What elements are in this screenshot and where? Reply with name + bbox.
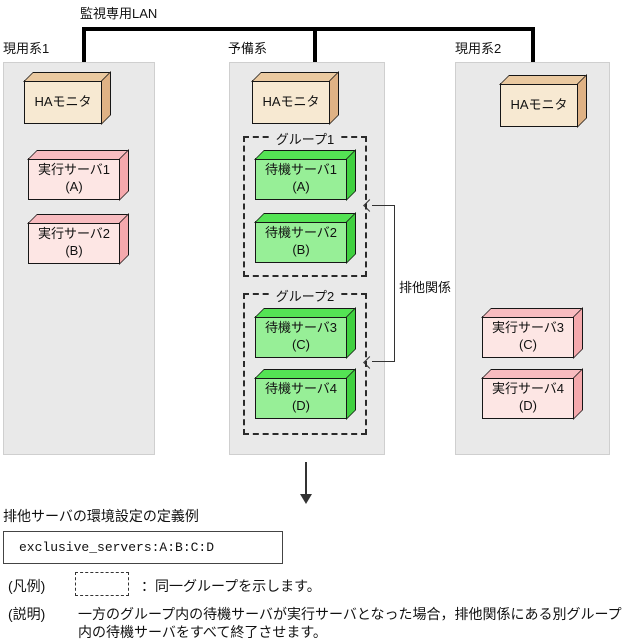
standby-server-4-box: 待機サーバ4 (D) (255, 377, 347, 419)
server-name: 実行サーバ3 (491, 320, 565, 336)
legend-note-line1: 一方のグループ内の待機サーバが実行サーバとなった場合，排他関係にある別グループ (78, 606, 622, 622)
standby-server-1-box: 待機サーバ1 (A) (255, 158, 347, 200)
legend-key-desc: ：同一グループを示します。 (141, 578, 321, 594)
system-label-active2: 現用系2 (455, 41, 502, 56)
server-id: (D) (291, 398, 311, 413)
exec-server-4-box: 実行サーバ4 (D) (482, 377, 574, 419)
server-name: 実行サーバ4 (491, 381, 565, 397)
panel-active2 (455, 62, 610, 455)
ha-monitor-box-active1: HAモニタ (24, 80, 102, 124)
legend-group-sample-box (75, 572, 129, 596)
down-arrow-line (305, 462, 307, 495)
exclusion-label: 排他関係 (399, 277, 452, 296)
ha-monitor-box-active2: HAモニタ (500, 83, 578, 127)
group-2-label: グループ2 (270, 286, 340, 305)
server-name: 実行サーバ2 (37, 226, 111, 242)
group-1-frame: グループ1 (243, 129, 367, 277)
exec-server-3-box: 実行サーバ3 (C) (482, 316, 574, 358)
server-name: 待機サーバ4 (264, 381, 338, 397)
ha-monitor-label: HAモニタ (34, 93, 92, 109)
lan-horizontal-line (82, 27, 535, 31)
system-label-standby: 予備系 (228, 41, 268, 56)
server-name: 実行サーバ1 (37, 162, 111, 178)
standby-server-2-box: 待機サーバ2 (B) (255, 221, 347, 263)
server-id: (B) (65, 243, 83, 258)
lan-drop-line-active2 (531, 27, 535, 62)
legend-note-label: (説明) (8, 606, 46, 622)
lan-drop-line-standby (313, 27, 317, 62)
server-name: 待機サーバ1 (264, 162, 338, 178)
definition-heading: 排他サーバの環境設定の定義例 (3, 508, 199, 524)
exec-server-1-box: 実行サーバ1 (A) (28, 158, 120, 200)
exclusion-bracket (372, 205, 395, 362)
ha-monitor-label: HAモニタ (510, 96, 568, 112)
definition-code-box: exclusive_servers:A:B:C:D (3, 531, 283, 564)
group-2-frame: グループ2 (243, 286, 367, 435)
lan-drop-line-active1 (82, 27, 86, 62)
standby-server-3-box: 待機サーバ3 (C) (255, 316, 347, 358)
server-id: (C) (291, 337, 311, 352)
server-id: (A) (65, 179, 83, 194)
exec-server-2-box: 実行サーバ2 (B) (28, 222, 120, 264)
group-1-label: グループ1 (270, 129, 340, 148)
legend-key-label: (凡例) (8, 578, 46, 594)
legend-note-line2: 内の待機サーバをすべて終了させます。 (78, 624, 327, 640)
ha-monitor-label: HAモニタ (262, 93, 320, 109)
server-id: (D) (518, 398, 538, 413)
server-id: (C) (518, 337, 538, 352)
server-name: 待機サーバ3 (264, 320, 338, 336)
ha-monitor-box-standby: HAモニタ (252, 80, 330, 124)
server-name: 待機サーバ2 (264, 225, 338, 241)
definition-code: exclusive_servers:A:B:C:D (19, 540, 215, 555)
server-id: (B) (292, 242, 310, 257)
server-id: (A) (292, 179, 310, 194)
down-arrow-icon (300, 494, 312, 504)
lan-label: 監視専用LAN (80, 6, 158, 21)
system-label-active1: 現用系1 (3, 41, 50, 56)
